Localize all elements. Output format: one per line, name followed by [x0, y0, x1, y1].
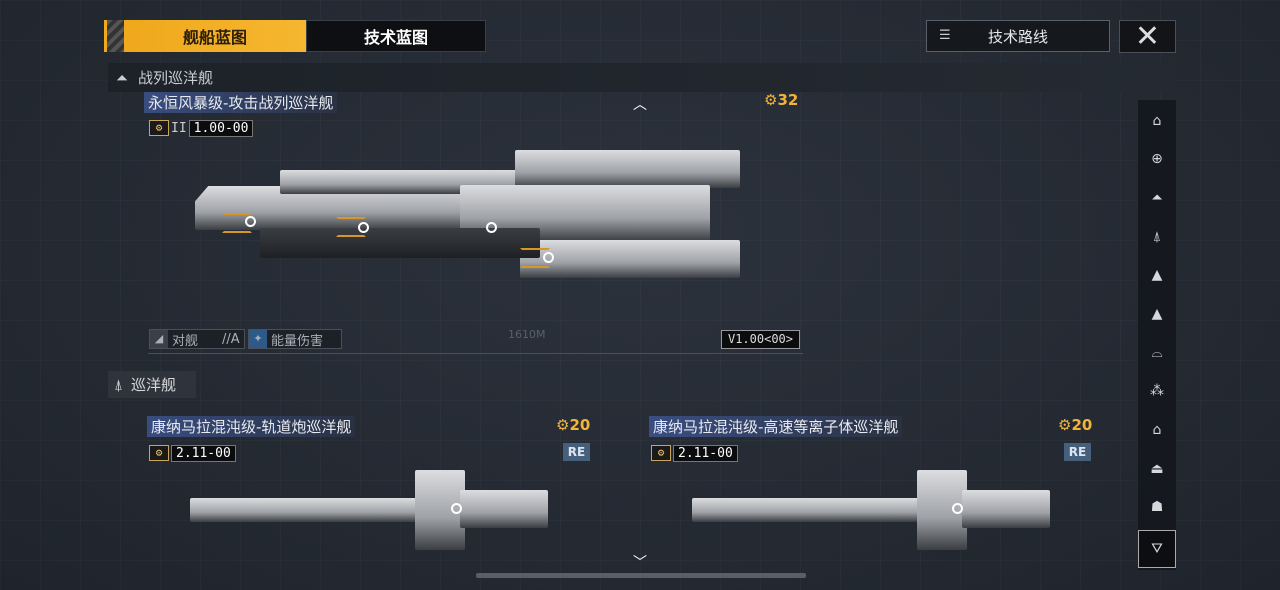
battlecruiser-icon: ⏶ — [116, 68, 129, 87]
tab-tech-blueprints[interactable]: 技术蓝图 — [306, 20, 486, 52]
version-icon: ⚙ — [651, 445, 671, 461]
medal-icon: ⚙ — [556, 416, 570, 434]
cruiser-class-icon[interactable]: ⍋ — [1152, 229, 1162, 245]
tree-list-icon: ☰ — [939, 28, 951, 43]
filter-icon[interactable]: ⛛ — [1138, 530, 1176, 568]
close-icon: ✕ — [1134, 19, 1161, 54]
station-class-icon[interactable]: ⌂ — [1152, 422, 1162, 438]
version-prefix: II — [171, 120, 187, 136]
cost-badge: ⚙20 — [1058, 416, 1092, 434]
tab-stripe — [104, 20, 124, 52]
dome-class-icon[interactable]: ⏏ — [1150, 461, 1164, 477]
model-version: V1.00<00> — [721, 330, 800, 349]
scroll-down-icon[interactable]: ﹀ — [633, 555, 647, 571]
re-badge: RE — [563, 443, 590, 461]
section-header-battlecruiser: ⏶ 战列巡洋舰 — [108, 63, 1176, 92]
tag-label: 对舰 — [172, 333, 199, 349]
medal-icon: ⚙ — [1058, 416, 1072, 434]
tag-anti-ship: ◢对舰 //A — [149, 329, 245, 349]
cluster-class-icon[interactable]: ⁂ — [1150, 383, 1164, 399]
section-header-cruiser: ⍋ 巡洋舰 — [108, 371, 196, 398]
ship-name: 康纳马拉混沌级-轨道炮巡洋舰 — [147, 416, 356, 437]
version-number: 2.11-00 — [673, 444, 738, 462]
battlecruiser-class-icon[interactable]: ⏶ — [1151, 190, 1163, 206]
version-box: ⚙2.11-00 — [149, 444, 236, 462]
tag-suffix: //A — [222, 331, 240, 347]
tag-energy-damage: ✦能量伤害 — [248, 329, 342, 349]
scrollbar[interactable] — [476, 573, 806, 578]
tab-ship-blueprints[interactable]: 舰船蓝图 — [124, 20, 306, 52]
tag-label: 能量伤害 — [271, 333, 324, 349]
ship-class-rail: ⌂ ⊕ ⏶ ⍋ ▲ ▲ ⌓ ⁂ ⌂ ⏏ ☗ ⛛ — [1138, 100, 1176, 570]
medal-icon: ⚙ — [764, 91, 778, 109]
scroll-up-icon[interactable]: ︿ — [633, 97, 647, 113]
energy-icon: ✦ — [249, 330, 267, 348]
cruiser-icon: ⍋ — [114, 375, 124, 394]
carrier-class-icon[interactable]: ▲ — [1151, 267, 1163, 283]
tech-route-label: 技术路线 — [987, 27, 1048, 46]
bell-class-icon[interactable]: ☗ — [1150, 499, 1164, 515]
section-label: 战列巡洋舰 — [138, 69, 214, 87]
section-label: 巡洋舰 — [131, 376, 177, 394]
cost-value: 32 — [777, 91, 799, 109]
cost-value: 20 — [569, 416, 591, 434]
ship-length: 1610M — [508, 328, 546, 341]
auxiliary-class-icon[interactable]: ⌓ — [1151, 345, 1163, 361]
version-icon: ⚙ — [149, 120, 169, 136]
frigate-class-icon[interactable]: ⌂ — [1152, 113, 1162, 129]
ruler — [148, 353, 803, 354]
version-box: ⚙2.11-00 — [651, 444, 738, 462]
re-badge: RE — [1064, 443, 1091, 461]
cost-value: 20 — [1071, 416, 1093, 434]
version-number: 2.11-00 — [171, 444, 236, 462]
close-button[interactable]: ✕ — [1119, 19, 1176, 54]
destroyer-class-icon[interactable]: ⊕ — [1151, 151, 1163, 167]
tech-route-button[interactable]: ☰ 技术路线 — [926, 20, 1110, 52]
version-icon: ⚙ — [149, 445, 169, 461]
battleship-class-icon[interactable]: ▲ — [1151, 306, 1163, 322]
anti-ship-icon: ◢ — [150, 330, 168, 348]
cost-badge: ⚙20 — [556, 416, 590, 434]
ship-name: 康纳马拉混沌级-高速等离子体巡洋舰 — [649, 416, 903, 437]
version-number: 1.00-00 — [188, 119, 254, 137]
cost-badge: ⚙32 — [764, 91, 798, 109]
ship-name: 永恒风暴级-攻击战列巡洋舰 — [144, 92, 338, 113]
